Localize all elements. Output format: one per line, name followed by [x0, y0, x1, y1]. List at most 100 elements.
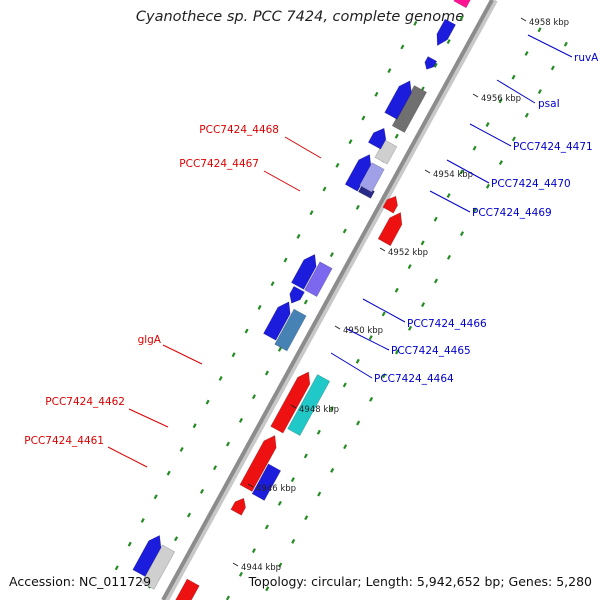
tick-dot — [369, 396, 374, 402]
tick-dot — [356, 420, 361, 426]
tick-dot — [368, 335, 373, 341]
gene-feature — [384, 80, 412, 120]
gene-feature — [230, 497, 246, 516]
tick-dot — [387, 68, 392, 74]
tick-dot — [395, 349, 400, 355]
tick-dot — [498, 160, 503, 166]
tick-dot — [413, 20, 418, 26]
tick-dot — [278, 562, 283, 568]
tick-dot — [251, 394, 256, 400]
gene-feature — [274, 308, 307, 352]
tick-dot — [264, 370, 269, 376]
gene-feature — [304, 261, 333, 298]
tick-dot — [316, 429, 321, 435]
tick-dot — [511, 136, 516, 142]
gene-feature — [290, 253, 317, 290]
tick-dot — [296, 233, 301, 239]
tick-dot — [304, 515, 309, 521]
label-leader — [330, 352, 373, 379]
tick-dot — [381, 311, 386, 317]
tick-dot — [342, 228, 347, 234]
gene-label: PCC7424_4462 — [45, 396, 125, 408]
tick-dot — [408, 325, 413, 331]
tick-dot — [459, 231, 465, 237]
tick-dot — [394, 287, 399, 293]
tick-dot — [524, 51, 529, 56]
label-leader — [527, 34, 573, 58]
scale-label: 4954 kbp — [433, 170, 473, 180]
gene-labels: ruvApsaIPCC7424_4471PCC7424_4470PCC7424_… — [24, 34, 599, 468]
scale-tick — [424, 169, 431, 174]
gene-feature — [239, 435, 277, 492]
tick-dot — [265, 586, 270, 592]
gene-feature — [391, 85, 428, 133]
label-leader — [362, 298, 406, 323]
tick-dot — [550, 65, 555, 71]
label-leader — [263, 170, 301, 192]
gene-feature — [453, 0, 471, 9]
tick-dot — [433, 62, 438, 68]
tick-dot — [407, 264, 412, 270]
scale-label: 4952 kbp — [388, 248, 428, 258]
tick-dot — [225, 595, 230, 600]
tick-dot — [303, 453, 308, 459]
tick-dot — [537, 27, 542, 33]
label-leader — [429, 190, 471, 213]
tick-dot — [192, 423, 197, 429]
scale-tick — [520, 17, 527, 22]
label-leader — [346, 328, 390, 351]
tick-dot — [330, 467, 335, 473]
tick-dot — [244, 328, 249, 334]
tick-dot — [212, 465, 218, 471]
gene-label: psaI — [538, 98, 560, 110]
gene-label: PCC7424_4470 — [491, 178, 571, 190]
tick-dot — [329, 252, 334, 258]
genome-title: Cyanothece sp. PCC 7424, complete genome — [135, 9, 465, 25]
label-leader — [284, 136, 322, 159]
tick-dot — [394, 133, 399, 139]
gene-feature — [132, 534, 162, 577]
tick-dot — [511, 74, 516, 80]
gene-feature — [175, 578, 200, 600]
tick-dot — [329, 406, 334, 412]
scale-tick — [247, 483, 254, 488]
tick-dot — [322, 186, 327, 192]
scale-label: 4946 kbp — [256, 484, 296, 494]
gene-label: PCC7424_4467 — [179, 158, 259, 170]
label-leader — [446, 159, 490, 184]
tick-dot — [400, 44, 405, 50]
scale-label: 4944 kbp — [241, 563, 281, 573]
tick-dot — [317, 491, 322, 497]
tick-dot — [343, 444, 348, 450]
tick-dot — [485, 122, 490, 127]
genome-summary: Topology: circular; Length: 5,942,652 bp… — [248, 574, 592, 589]
label-leader — [496, 79, 536, 104]
tick-dot — [251, 548, 256, 554]
tick-dot — [433, 216, 438, 222]
tick-dot — [153, 494, 158, 500]
tick-dot — [382, 373, 387, 379]
label-leader — [107, 446, 148, 468]
tick-dot — [524, 112, 529, 118]
scale-tick — [379, 247, 386, 252]
tick-dot — [277, 500, 282, 506]
tick-dot — [238, 417, 243, 423]
gene-label: glgA — [138, 334, 162, 346]
scale-tick — [290, 404, 297, 409]
tick-dot — [433, 278, 439, 284]
tick-dot — [309, 210, 314, 216]
scale-tick — [334, 325, 341, 330]
gene-label: ruvA — [574, 52, 599, 64]
gene-feature — [377, 212, 403, 247]
label-leader — [128, 408, 169, 428]
tick-dot — [374, 91, 379, 97]
tick-dot — [231, 352, 236, 358]
gene-label: PCC7424_4468 — [199, 124, 279, 136]
tick-dot — [421, 302, 426, 308]
gene-feature — [382, 195, 398, 214]
backbone-shadow — [163, 0, 498, 600]
tick-dot — [127, 541, 132, 547]
